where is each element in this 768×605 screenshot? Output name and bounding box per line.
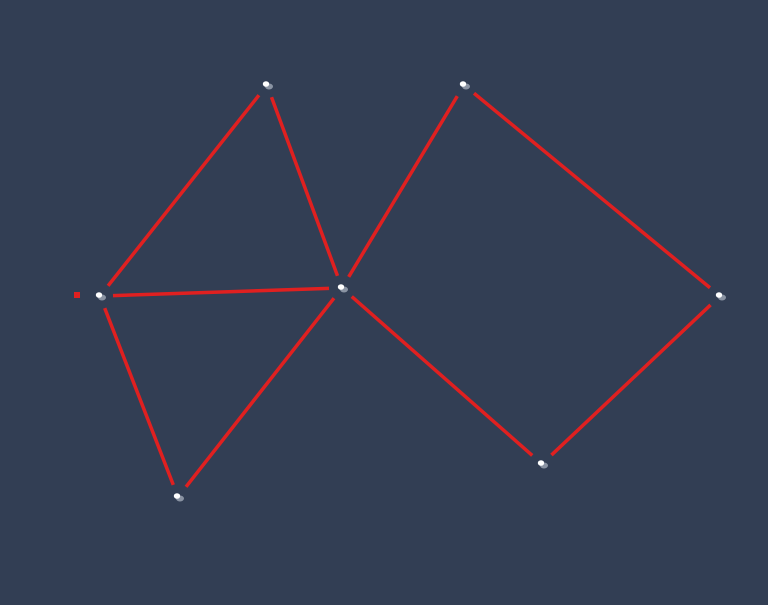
node-dot [459, 81, 467, 87]
node-n-top-right[interactable] [459, 81, 470, 90]
node-n-top-left[interactable] [262, 81, 273, 90]
node-dot [95, 292, 103, 298]
edge-n-center-n-top-right[interactable] [347, 95, 459, 278]
node-n-center[interactable] [337, 284, 348, 293]
edge-n-left-n-center[interactable] [112, 286, 330, 298]
node-n-bottom-right[interactable] [537, 460, 548, 469]
edge-n-top-left-n-center[interactable] [269, 96, 340, 277]
square-cursor-icon [74, 292, 80, 298]
node-dot [715, 292, 723, 298]
node-dot [262, 81, 270, 87]
edge-n-left-n-top-left[interactable] [106, 94, 261, 287]
node-dot [337, 284, 345, 290]
edge-n-bottom-right-n-center[interactable] [350, 295, 534, 457]
edge-n-right-n-bottom-right[interactable] [550, 303, 712, 457]
edge-layer [103, 91, 712, 488]
node-dot [173, 493, 181, 499]
edge-n-left-n-bottom-left[interactable] [103, 307, 175, 486]
node-n-right[interactable] [715, 292, 726, 301]
node-n-bottom-left[interactable] [173, 493, 184, 502]
edge-n-bottom-left-n-center[interactable] [184, 297, 336, 488]
node-dot [537, 460, 545, 466]
node-layer [95, 81, 726, 502]
node-n-left[interactable] [95, 292, 106, 301]
edge-n-top-right-n-right[interactable] [472, 91, 712, 290]
